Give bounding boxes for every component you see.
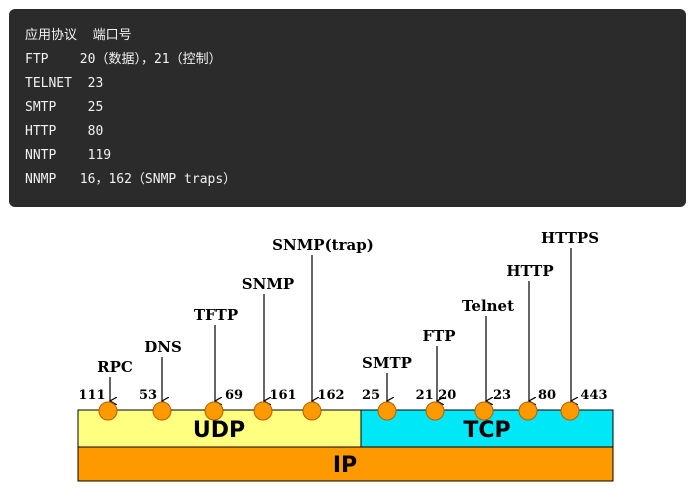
protocol-name: RPC — [97, 358, 133, 376]
port-marker — [474, 401, 494, 421]
port-marker — [204, 401, 224, 421]
tcp-layer-label: TCP — [463, 418, 510, 443]
port-number: 25 — [362, 388, 380, 403]
port-number: 53 — [139, 388, 157, 403]
protocol-http: HTTP 80 — [506, 262, 556, 421]
port-number: 80 — [538, 388, 556, 403]
protocol-name: SNMP — [242, 275, 294, 293]
code-line-ftp: FTP 20（数据），21（控制） — [25, 52, 222, 67]
protocol-name: SMTP — [362, 354, 412, 372]
protocol-tftp: TFTP 69 — [194, 306, 243, 421]
port-marker — [302, 401, 322, 421]
port-marker — [377, 401, 397, 421]
port-marker — [560, 401, 580, 421]
code-line-nntp: NNTP 119 — [25, 148, 112, 163]
code-line-http: HTTP 80 — [25, 124, 104, 139]
protocol-name: HTTPS — [541, 229, 599, 247]
port-number: 21 20 — [416, 388, 457, 403]
port-number: 161 — [269, 388, 296, 403]
port-marker — [152, 401, 172, 421]
protocol-rpc: RPC 111 — [78, 358, 133, 421]
protocol-port-diagram: IP UDP TCP RPC 111 DNS 53 TFTP 69 SNMP 1… — [77, 229, 614, 482]
port-number: 111 — [78, 388, 105, 403]
protocol-dns: DNS 53 — [139, 338, 182, 421]
protocol-name: DNS — [144, 338, 182, 356]
code-header: 应用协议 端口号 — [25, 28, 132, 43]
protocol-https: HTTPS 443 — [541, 229, 608, 421]
protocol-name: SNMP(trap) — [272, 236, 374, 254]
code-line-smtp: SMTP 25 — [25, 100, 104, 115]
port-marker — [253, 401, 273, 421]
ip-layer — [77, 446, 614, 482]
port-marker — [425, 401, 445, 421]
protocol-ftp: FTP 21 20 — [416, 327, 457, 421]
port-number: 443 — [580, 388, 607, 403]
protocol-name: FTP — [422, 327, 455, 345]
protocol-snmp-trap: SNMP(trap) 162 — [272, 236, 374, 421]
port-number: 162 — [317, 388, 344, 403]
code-block: 应用协议 端口号 FTP 20（数据），21（控制） TELNET 23 SMT… — [9, 9, 686, 207]
ip-layer-label: IP — [333, 453, 357, 478]
port-marker — [98, 401, 118, 421]
udp-layer-label: UDP — [193, 418, 245, 443]
code-line-telnet: TELNET 23 — [25, 76, 104, 91]
protocol-name: Telnet — [462, 297, 514, 315]
port-number: 23 — [493, 388, 511, 403]
protocol-name: TFTP — [194, 306, 238, 324]
port-marker — [518, 401, 538, 421]
protocol-telnet: Telnet 23 — [462, 297, 514, 421]
protocol-smtp: SMTP 25 — [362, 354, 412, 421]
port-number: 69 — [225, 388, 243, 403]
protocol-snmp: SNMP 161 — [242, 275, 297, 421]
protocol-name: HTTP — [506, 262, 553, 280]
code-line-nnmp: NNMP 16，162（SNMP traps） — [25, 172, 237, 187]
